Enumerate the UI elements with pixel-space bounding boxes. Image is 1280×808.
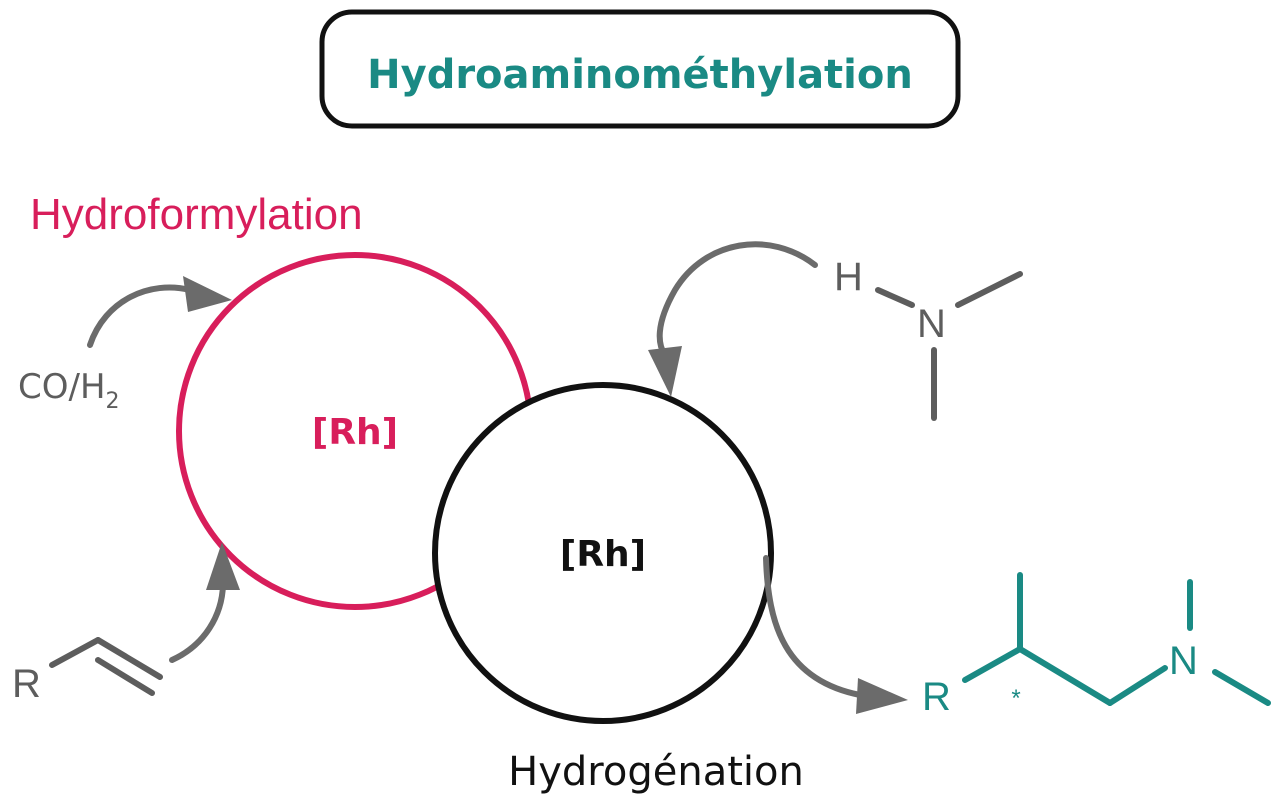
title-box: Hydroaminométhylation <box>319 9 961 129</box>
title: Hydroaminométhylation <box>367 52 913 98</box>
catalyst-rh-hydrogenation: [Rh] <box>560 534 646 575</box>
hydrogenation-cycle: [Rh] <box>432 382 774 724</box>
arrow-alkene <box>169 542 240 663</box>
co-h2-label: CO/H2 <box>18 367 120 414</box>
amine-h-label: H <box>834 255 863 299</box>
alkene-r-label: R <box>12 662 41 706</box>
amine-structure: H N <box>834 255 1023 421</box>
co-h2-text: CO/H <box>18 367 106 407</box>
h2-subscript: 2 <box>106 389 120 414</box>
alkene-structure: R <box>12 637 163 706</box>
amine-n-label: N <box>917 302 946 346</box>
catalyst-rh-hydroformylation: [Rh] <box>312 412 398 453</box>
product-n-label: N <box>1169 639 1198 683</box>
product-r-label: R <box>922 675 951 719</box>
arrow-product <box>763 555 908 714</box>
arrow-co-h2 <box>87 276 232 348</box>
hydroformylation-label: Hydroformylation <box>30 190 363 239</box>
stereocenter-mark: * <box>1011 685 1020 712</box>
product-structure: R N * <box>922 572 1271 719</box>
hydrogenation-label: Hydrogénation <box>508 749 804 795</box>
arrow-amine <box>648 241 818 397</box>
